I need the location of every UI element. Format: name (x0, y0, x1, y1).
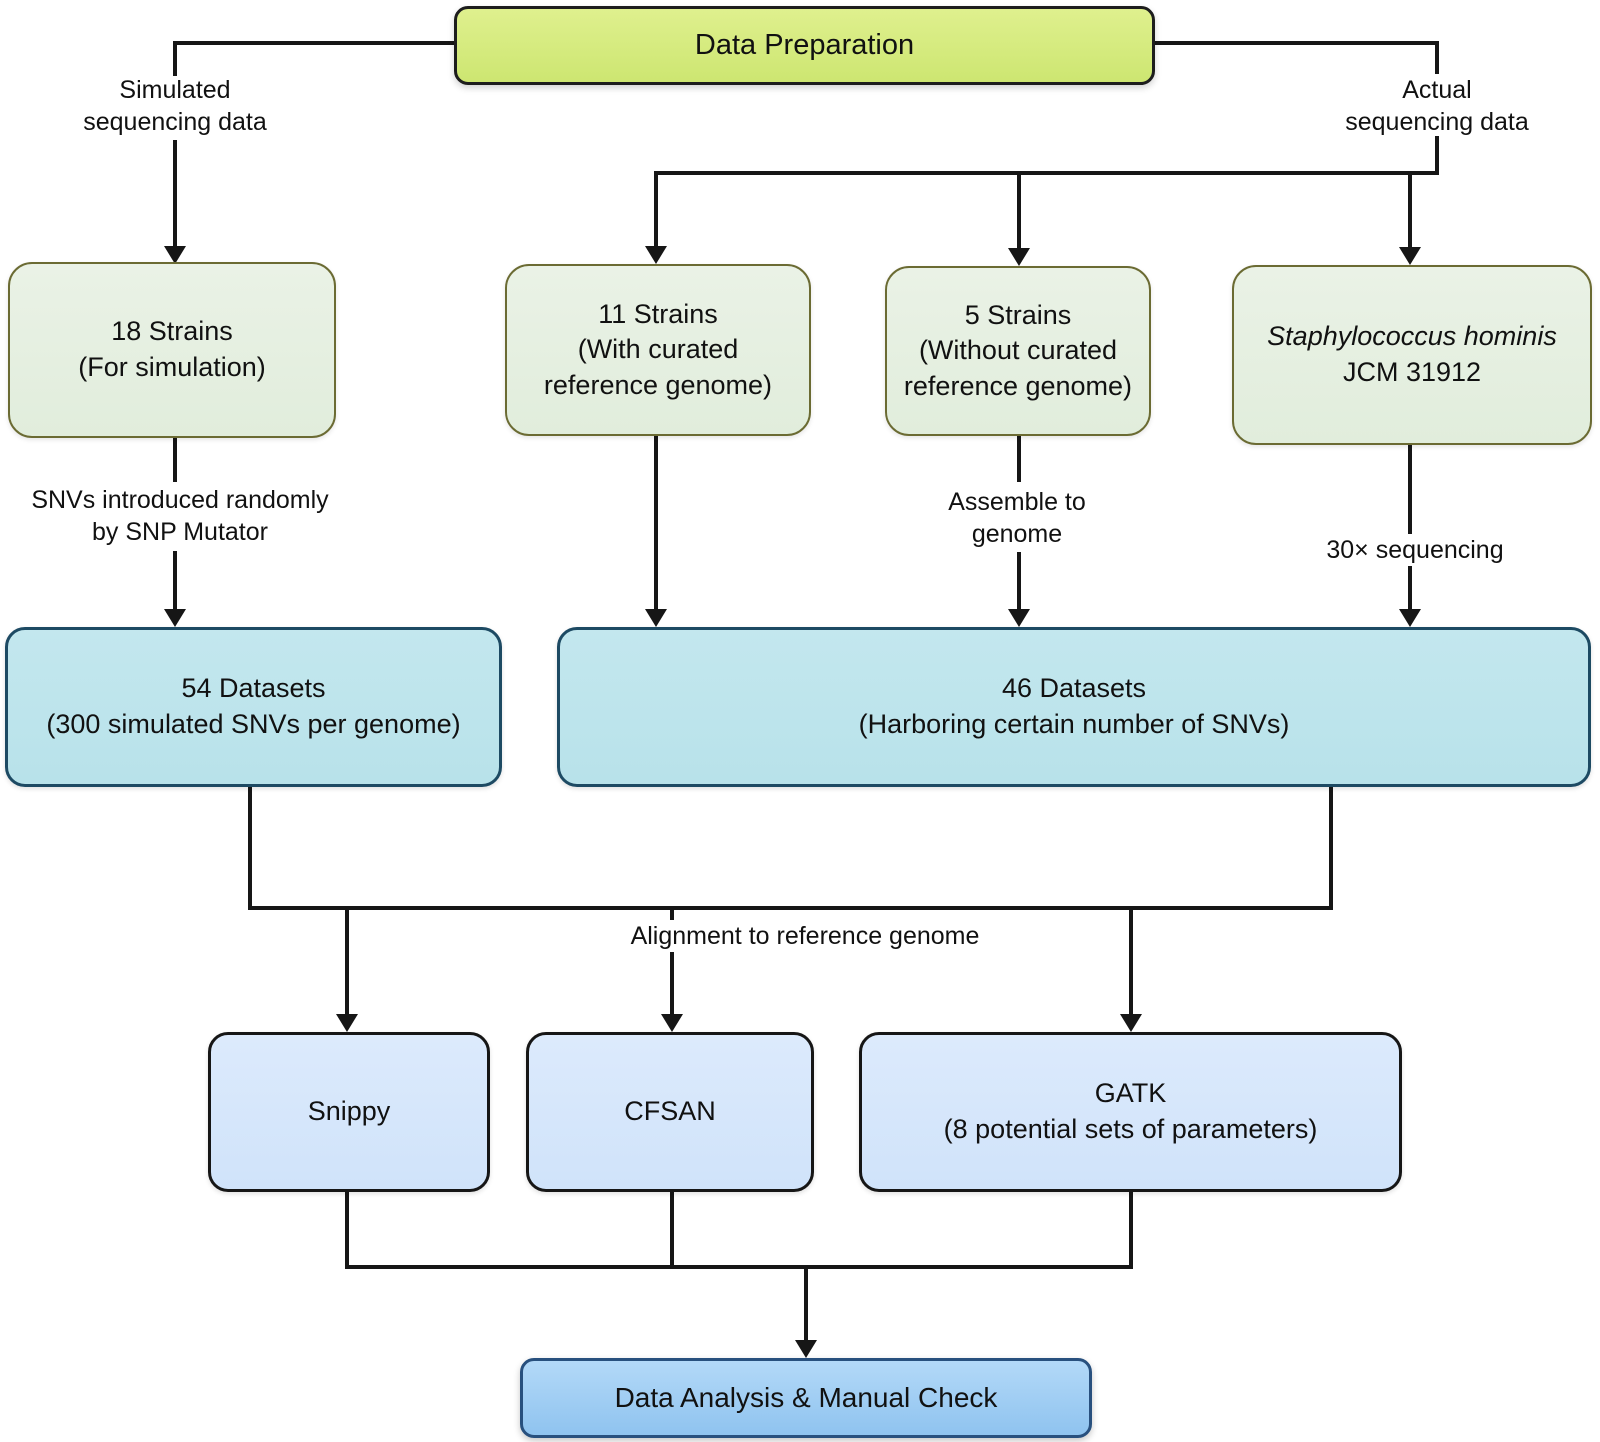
connector-branch-to-strains5 (1017, 171, 1021, 248)
arrowhead-into-strains11 (645, 246, 667, 264)
connector-top-left-v1 (173, 41, 177, 76)
connector-datasets54-down (248, 785, 252, 910)
node-cfsan: CFSAN (526, 1032, 814, 1192)
arrowhead-strains5-into-datasets46 (1008, 609, 1030, 627)
edge-label-30x-sequencing: 30× sequencing (1290, 502, 1540, 566)
node-46-datasets-label: 46 Datasets (Harboring certain number of… (858, 673, 1290, 739)
connector-actual-branch (654, 171, 1439, 175)
arrowhead-into-staph (1399, 247, 1421, 265)
node-cfsan-label: CFSAN (624, 1096, 716, 1127)
connector-bus-to-cfsan (670, 906, 674, 1014)
connector-strains5-down2 (1017, 552, 1021, 609)
node-snippy-label: Snippy (307, 1096, 391, 1127)
edge-label-snp-mutator: SNVs introduced randomly by SNP Mutator (31, 486, 329, 546)
connector-strains18-down2 (173, 551, 177, 609)
arrowhead-into-final (795, 1340, 817, 1358)
connector-gatk-down (1129, 1192, 1133, 1269)
node-final-label: Data Analysis & Manual Check (614, 1381, 998, 1413)
node-staph-species-label: Staphylococcus hominis (1267, 321, 1557, 352)
node-5-strains-label: 5 Strains (Without curated reference gen… (903, 299, 1133, 401)
node-18-strains: 18 Strains (For simulation) (8, 262, 336, 438)
node-data-preparation: Data Preparation (454, 6, 1155, 85)
connector-top-right-h (1155, 41, 1439, 45)
node-11-strains-label: 11 Strains (With curated reference genom… (543, 298, 773, 400)
connector-strains18-down1 (173, 438, 177, 482)
node-46-datasets: 46 Datasets (Harboring certain number of… (557, 627, 1591, 787)
node-18-strains-label: 18 Strains (For simulation) (78, 316, 266, 382)
connector-top-right-v2 (1435, 136, 1439, 175)
node-snippy: Snippy (208, 1032, 490, 1192)
arrowhead-into-strains18 (164, 246, 186, 264)
connector-alignment-bus (248, 906, 1333, 910)
connector-bus-to-gatk (1129, 906, 1133, 1014)
connector-bus-to-snippy (345, 906, 349, 1014)
node-gatk-label: GATK (8 potential sets of parameters) (943, 1078, 1318, 1144)
arrowhead-into-cfsan (661, 1014, 683, 1032)
edge-label-alignment-text: Alignment to reference genome (624, 920, 986, 952)
node-staphylococcus-hominis: Staphylococcus hominis JCM 31912 (1232, 265, 1592, 445)
node-11-strains: 11 Strains (With curated reference genom… (505, 264, 811, 436)
edge-label-assemble-to-genome: Assemble to genome (948, 488, 1086, 548)
connector-top-right-v1 (1435, 41, 1439, 74)
arrowhead-staph-into-datasets46 (1399, 609, 1421, 627)
node-54-datasets-label: 54 Datasets (300 simulated SNVs per geno… (46, 673, 461, 739)
connector-staph-down (1408, 445, 1412, 609)
connector-cfsan-down (670, 1192, 674, 1269)
connector-top-left-h (175, 41, 454, 45)
node-data-analysis-manual-check: Data Analysis & Manual Check (520, 1358, 1092, 1438)
node-5-strains: 5 Strains (Without curated reference gen… (885, 266, 1151, 436)
connector-datasets46-down (1329, 785, 1333, 910)
edge-label-simulated-sequencing-data: Simulated sequencing data (83, 76, 267, 136)
edge-label-30x-sequencing-text: 30× sequencing (1320, 534, 1510, 566)
connector-merge-bus (345, 1265, 1133, 1269)
connector-strains5-down1 (1017, 436, 1021, 482)
node-staph-strain-label: JCM 31912 (1342, 357, 1482, 387)
arrowhead-into-snippy (336, 1014, 358, 1032)
edge-label-alignment: Alignment to reference genome (585, 888, 1025, 952)
node-54-datasets: 54 Datasets (300 simulated SNVs per geno… (5, 627, 502, 787)
arrowhead-into-datasets54 (164, 609, 186, 627)
connector-merge-to-final (804, 1265, 808, 1340)
arrowhead-into-strains5 (1008, 248, 1030, 266)
connector-top-left-v2 (173, 140, 177, 246)
arrowhead-strains11-into-datasets46 (645, 609, 667, 627)
connector-branch-to-staph (1408, 171, 1412, 247)
connector-strains11-down (654, 436, 658, 609)
connector-snippy-down (345, 1192, 349, 1269)
edge-label-actual-sequencing-data: Actual sequencing data (1345, 76, 1529, 136)
node-data-preparation-label: Data Preparation (694, 29, 915, 62)
arrowhead-into-gatk (1120, 1014, 1142, 1032)
connector-branch-to-strains11 (654, 171, 658, 246)
node-gatk: GATK (8 potential sets of parameters) (859, 1032, 1402, 1192)
